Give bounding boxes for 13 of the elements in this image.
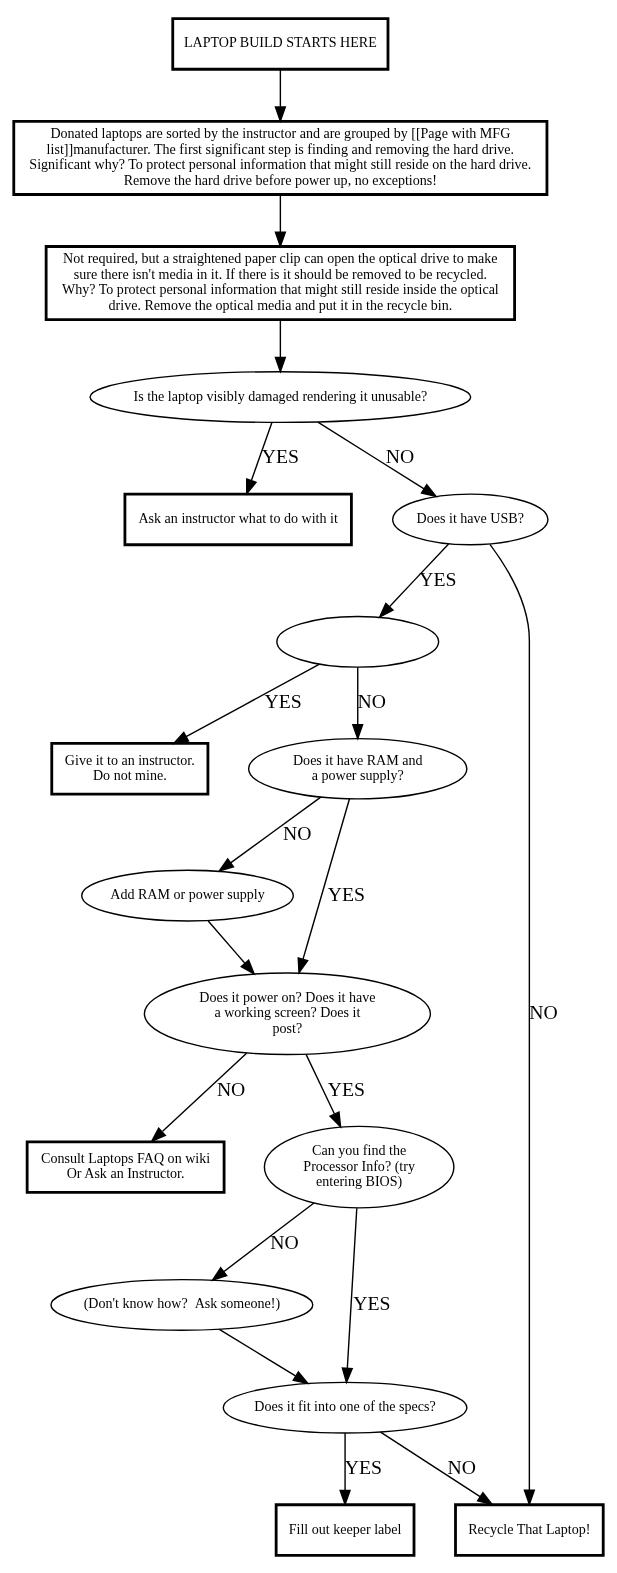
edge-label: NO: [283, 821, 312, 844]
edge-label: YES: [327, 1077, 366, 1100]
edge-label: YES: [264, 689, 302, 712]
edge-label: NO: [529, 1000, 558, 1023]
edge-label: NO: [216, 1077, 246, 1100]
edge-label: YES: [353, 1291, 391, 1314]
edge-label: NO: [447, 1455, 477, 1478]
edge-label: YES: [261, 444, 299, 467]
edge-label: YES: [419, 567, 457, 590]
edge-label: NO: [385, 444, 415, 467]
edge-label: YES: [327, 882, 366, 905]
edge-label: NO: [270, 1230, 299, 1253]
edge-label: NO: [357, 689, 387, 712]
